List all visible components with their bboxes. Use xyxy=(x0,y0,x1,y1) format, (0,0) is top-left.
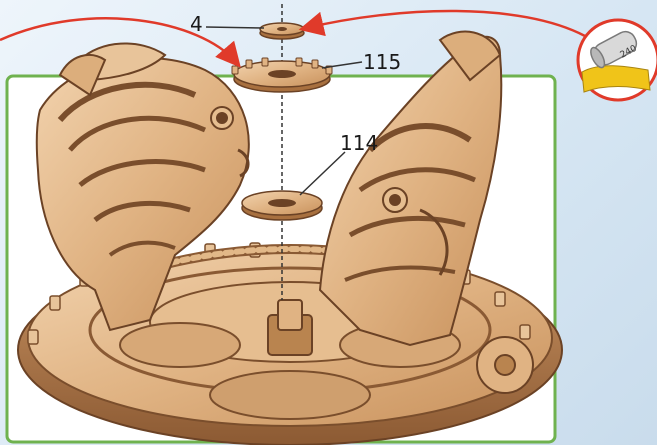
leader-115 xyxy=(322,62,362,68)
part-label-115: 115 xyxy=(363,52,401,72)
leader-4 xyxy=(206,27,264,28)
part-label-4: 4 xyxy=(190,14,203,34)
part-label-114: 114 xyxy=(340,133,378,153)
arrow-to-part-4 xyxy=(306,11,585,36)
part-114-ring xyxy=(242,191,322,220)
part-4-disc xyxy=(260,23,304,39)
sandpaper-badge: 240 xyxy=(578,20,657,100)
part-115-gear xyxy=(232,58,332,92)
side-gear xyxy=(477,337,533,393)
